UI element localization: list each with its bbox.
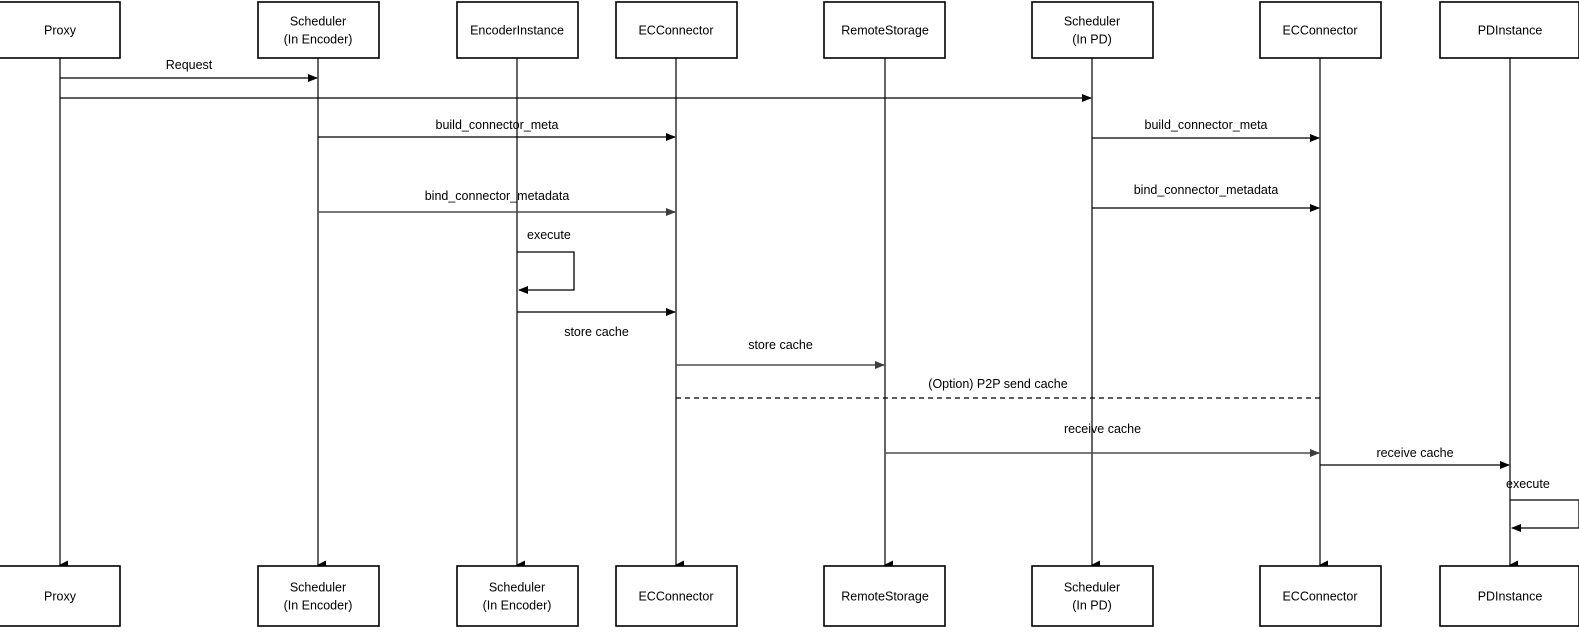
message-label: (Option) P2P send cache — [928, 377, 1067, 391]
participant-box[interactable] — [456, 565, 579, 627]
self-message-label: execute — [1506, 477, 1550, 491]
participant-top-remote-storage[interactable]: RemoteStorage — [823, 1, 946, 59]
participant-box[interactable] — [257, 565, 380, 627]
participant-box[interactable] — [1439, 565, 1579, 627]
participant-box[interactable] — [1031, 1, 1154, 59]
participant-label-line1: PDInstance — [1478, 589, 1543, 603]
self-message-path — [1510, 499, 1579, 532]
participant-top-proxy[interactable]: Proxy — [0, 1, 121, 59]
self-message-label: execute — [527, 228, 571, 242]
top-participant-boxes: Proxy Scheduler (In Encoder) EncoderInstanc… — [0, 1, 1579, 59]
participant-box[interactable] — [0, 1, 121, 59]
participant-label-line2: (In PD) — [1072, 32, 1112, 46]
participant-box[interactable] — [615, 1, 738, 59]
participant-label-line1: RemoteStorage — [841, 23, 929, 37]
participant-bottom-remote-storage[interactable]: RemoteStorage — [823, 565, 946, 627]
messages-layer: Request build_connector_meta build_connect… — [60, 58, 1510, 469]
message-label: Request — [166, 58, 213, 72]
message-store-cache-encoder[interactable]: store cache — [517, 308, 676, 339]
participant-label-line1: ECConnector — [1282, 589, 1357, 603]
message-receive-cache-pd-instance[interactable]: receive cache — [1320, 446, 1510, 469]
participant-label-line1: EncoderInstance — [470, 23, 564, 37]
participant-label-line1: Scheduler — [290, 14, 346, 28]
self-message-execute-encoder[interactable]: execute — [517, 228, 575, 294]
participant-top-pd-instance[interactable]: PDInstance — [1439, 1, 1579, 59]
participant-bottom-scheduler-in-pd[interactable]: Scheduler (In PD) — [1031, 565, 1154, 627]
message-bind-connector-metadata-pd[interactable]: bind_connector_metadata — [1092, 183, 1320, 212]
bottom-participant-boxes: Proxy Scheduler (In Encoder) Scheduler (In E… — [0, 565, 1579, 627]
participant-box[interactable] — [1439, 1, 1579, 59]
message-receive-cache-pd-connector[interactable]: receive cache — [885, 422, 1320, 457]
participant-label-line1: Scheduler — [489, 580, 545, 594]
participant-box[interactable] — [823, 1, 946, 59]
message-label: store cache — [564, 325, 629, 339]
message-build-connector-meta-encoder[interactable]: build_connector_meta — [318, 118, 676, 141]
participant-label-line1: Scheduler — [290, 580, 346, 594]
participant-box[interactable] — [456, 1, 579, 59]
message-store-cache-remote[interactable]: store cache — [676, 338, 885, 369]
message-label: bind_connector_metadata — [425, 189, 570, 203]
participant-bottom-ec-connector-pd[interactable]: ECConnector — [1259, 565, 1382, 627]
participant-label-line1: ECConnector — [638, 23, 713, 37]
participant-box[interactable] — [1259, 1, 1382, 59]
participant-label-line1: Proxy — [44, 589, 77, 603]
participant-top-ec-connector-encoder[interactable]: ECConnector — [615, 1, 738, 59]
participant-label-line1: Scheduler — [1064, 14, 1120, 28]
participant-top-scheduler-in-pd[interactable]: Scheduler (In PD) — [1031, 1, 1154, 59]
participant-top-encoder-instance[interactable]: EncoderInstance — [456, 1, 579, 59]
participant-box[interactable] — [1031, 565, 1154, 627]
message-label: bind_connector_metadata — [1134, 183, 1279, 197]
message-label: store cache — [748, 338, 813, 352]
self-message-execute-pd[interactable]: execute — [1506, 477, 1579, 532]
message-label: receive cache — [1376, 446, 1453, 460]
participant-box[interactable] — [0, 565, 121, 627]
participant-bottom-pd-instance[interactable]: PDInstance — [1439, 565, 1579, 627]
participant-box[interactable] — [615, 565, 738, 627]
participant-bottom-encoder-instance[interactable]: Scheduler (In Encoder) — [456, 565, 579, 627]
participant-box[interactable] — [257, 1, 380, 59]
participant-label-line2: (In Encoder) — [284, 32, 353, 46]
participant-bottom-proxy[interactable]: Proxy — [0, 565, 121, 627]
participant-box[interactable] — [1259, 565, 1382, 627]
self-messages-layer: execute execute — [517, 228, 1579, 532]
message-request[interactable]: Request — [60, 58, 318, 82]
participant-top-scheduler-in-encoder[interactable]: Scheduler (In Encoder) — [257, 1, 380, 59]
participant-label-line1: PDInstance — [1478, 23, 1543, 37]
message-bind-connector-metadata-encoder[interactable]: bind_connector_metadata — [318, 189, 676, 216]
message-p2p-send-cache[interactable]: (Option) P2P send cache — [676, 377, 1320, 399]
participant-label-line1: ECConnector — [1282, 23, 1357, 37]
participant-label-line2: (In PD) — [1072, 598, 1112, 612]
participant-label-line2: (In Encoder) — [284, 598, 353, 612]
lifelines-layer — [59, 58, 1518, 570]
participant-bottom-scheduler-in-encoder[interactable]: Scheduler (In Encoder) — [257, 565, 380, 627]
message-build-connector-meta-pd[interactable]: build_connector_meta — [1092, 118, 1320, 142]
message-label: build_connector_meta — [1145, 118, 1268, 132]
participant-label-line1: RemoteStorage — [841, 589, 929, 603]
participant-label-line1: Proxy — [44, 23, 77, 37]
participant-top-ec-connector-pd[interactable]: ECConnector — [1259, 1, 1382, 59]
self-message-path — [517, 251, 575, 294]
participant-bottom-ec-connector-encoder[interactable]: ECConnector — [615, 565, 738, 627]
message-label: receive cache — [1064, 422, 1141, 436]
participant-label-line2: (In Encoder) — [483, 598, 552, 612]
participant-label-line1: Scheduler — [1064, 580, 1120, 594]
message-label: build_connector_meta — [436, 118, 559, 132]
participant-box[interactable] — [823, 565, 946, 627]
participant-label-line1: ECConnector — [638, 589, 713, 603]
